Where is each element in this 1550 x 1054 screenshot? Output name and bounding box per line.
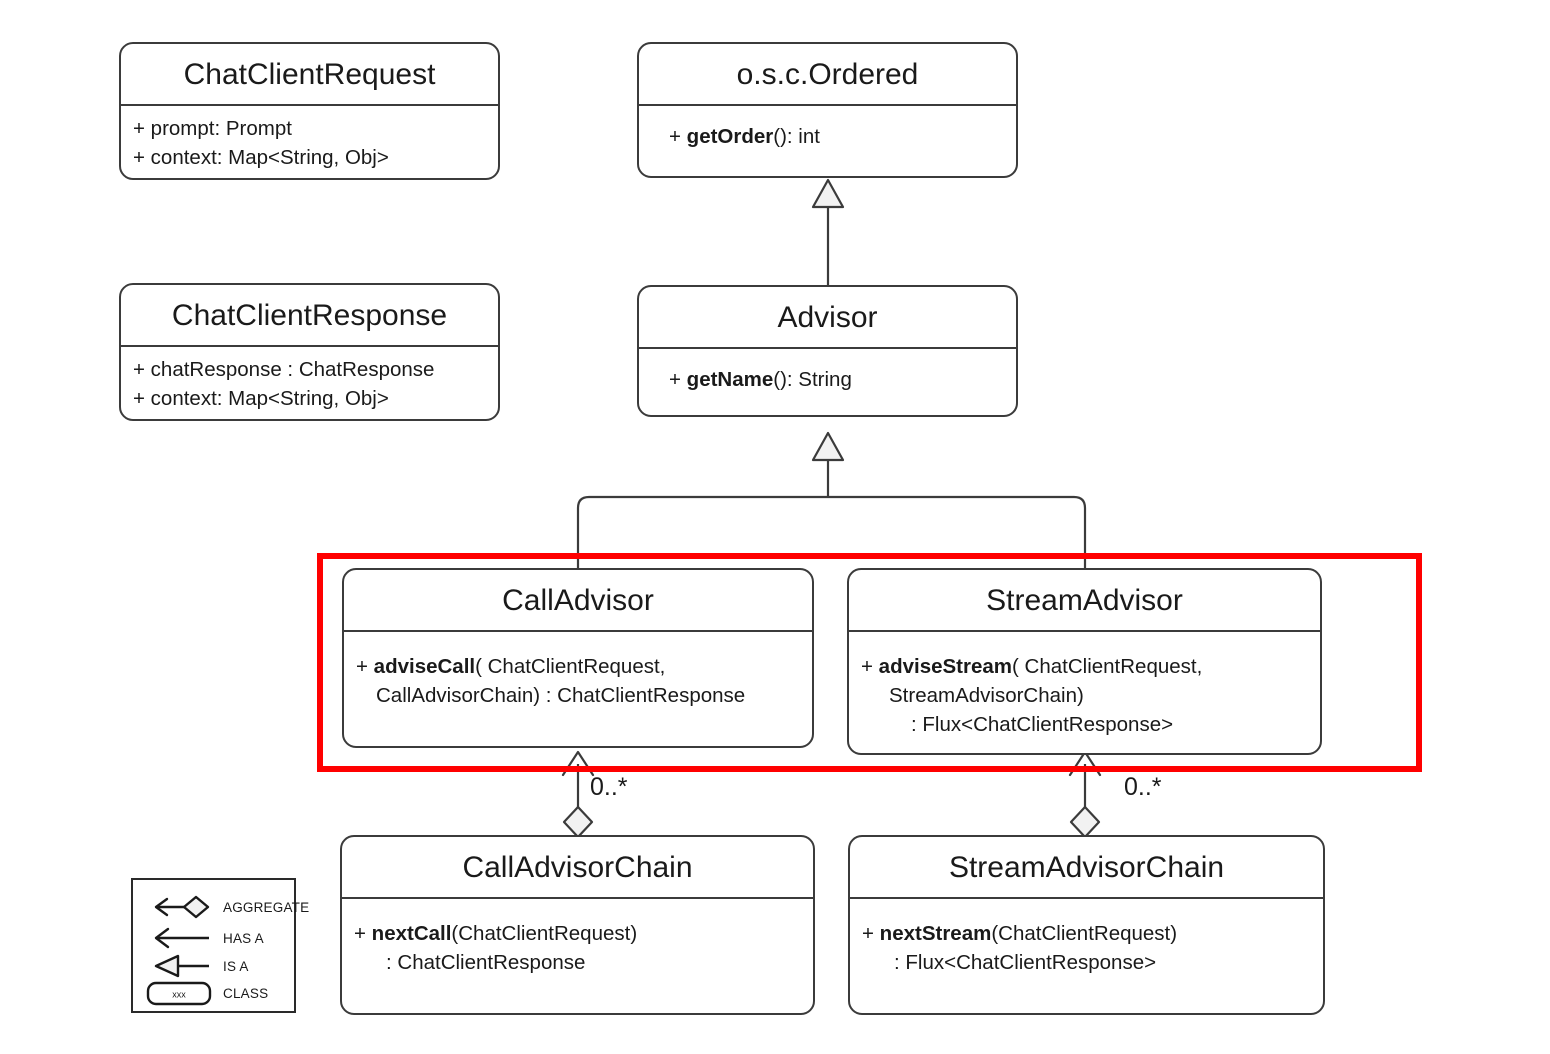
open-arrowhead-icon (1068, 750, 1102, 777)
inheritance-triangle-icon (811, 431, 845, 462)
class-members: + nextCall(ChatClientRequest) : ChatClie… (342, 899, 813, 1013)
class-members: + prompt: Prompt + context: Map<String, … (121, 106, 498, 178)
class-member: + nextStream(ChatClientRequest) (862, 922, 1178, 946)
class-box-icon: xxx (143, 980, 219, 1006)
class-box-chat-client-response[interactable]: ChatClientResponse + chatResponse : Chat… (119, 283, 500, 421)
class-title: ChatClientRequest (183, 58, 436, 91)
legend-label: IS A (223, 958, 249, 974)
class-member: + adviseStream( ChatClientRequest, (861, 655, 1203, 679)
class-members: + adviseStream( ChatClientRequest, Strea… (849, 632, 1320, 753)
class-title: Advisor (777, 301, 878, 334)
edge-callchain-aggregate-calladvisor (561, 750, 595, 839)
edge-advisors-is-a-advisor (576, 431, 1087, 572)
class-member: : ChatClientResponse (386, 951, 586, 975)
class-members: + nextStream(ChatClientRequest) : Flux<C… (850, 899, 1323, 1013)
class-title: o.s.c.Ordered (736, 58, 919, 91)
class-member: CallAdvisorChain) : ChatClientResponse (376, 684, 746, 708)
multiplicity-label-call: 0..* (590, 773, 628, 801)
class-title: StreamAdvisorChain (948, 851, 1225, 884)
aggregate-arrow-diamond-icon (143, 894, 219, 920)
class-member: + getOrder(): int (669, 125, 820, 149)
class-box-stream-advisor-chain[interactable]: StreamAdvisorChain + nextStream(ChatClie… (848, 835, 1325, 1015)
class-member: + adviseCall( ChatClientRequest, (356, 655, 666, 679)
aggregation-diamond-icon (1069, 805, 1101, 839)
class-divider (344, 630, 812, 633)
legend-row-has-a: HAS A (143, 925, 264, 951)
class-divider (342, 897, 813, 900)
class-divider (639, 104, 1016, 107)
class-member: StreamAdvisorChain) (889, 684, 1084, 708)
class-divider (850, 897, 1323, 900)
class-member: + prompt: Prompt (133, 117, 292, 141)
class-member: : Flux<ChatClientResponse> (911, 713, 1174, 737)
inheritance-triangle-icon (811, 178, 845, 209)
svg-text:xxx: xxx (172, 990, 186, 1000)
class-members: + getName(): String (639, 349, 1016, 415)
class-box-call-advisor[interactable]: CallAdvisor + adviseCall( ChatClientRequ… (342, 568, 814, 748)
class-box-ordered[interactable]: o.s.c.Ordered + getOrder(): int (637, 42, 1018, 178)
class-title: CallAdvisorChain (462, 851, 693, 884)
legend-row-is-a: IS A (143, 953, 249, 979)
class-title: ChatClientResponse (171, 299, 448, 332)
legend-panel: AGGREGATE HAS A IS A (131, 878, 309, 1013)
legend-label: HAS A (223, 930, 264, 946)
class-members: + adviseCall( ChatClientRequest, CallAdv… (344, 632, 812, 746)
class-member: + chatResponse : ChatResponse (133, 358, 435, 382)
aggregation-diamond-icon (562, 805, 594, 839)
class-title: CallAdvisor (502, 584, 654, 617)
class-member: : Flux<ChatClientResponse> (894, 951, 1157, 975)
legend-label: AGGREGATE (223, 899, 310, 915)
has-a-arrow-icon (143, 925, 219, 951)
is-a-triangle-arrow-icon (143, 953, 219, 979)
edge-streamchain-aggregate-streamadvisor (1068, 750, 1102, 839)
open-arrowhead-icon (561, 750, 595, 777)
class-members: + chatResponse : ChatResponse + context:… (121, 347, 498, 419)
class-divider (849, 630, 1320, 633)
class-member: + getName(): String (669, 368, 852, 392)
edge-advisor-is-a-ordered (811, 178, 845, 285)
class-title: StreamAdvisor (986, 584, 1183, 617)
class-box-chat-client-request[interactable]: ChatClientRequest + prompt: Prompt + con… (119, 42, 500, 180)
class-member: + context: Map<String, Obj> (133, 146, 389, 170)
class-box-stream-advisor[interactable]: StreamAdvisor + adviseStream( ChatClient… (847, 568, 1322, 755)
class-members: + getOrder(): int (639, 106, 1016, 176)
legend-row-class: xxx CLASS (143, 980, 268, 1006)
class-box-advisor[interactable]: Advisor + getName(): String (637, 285, 1018, 417)
class-box-call-advisor-chain[interactable]: CallAdvisorChain + nextCall(ChatClientRe… (340, 835, 815, 1015)
class-divider (121, 104, 498, 107)
class-member: + context: Map<String, Obj> (133, 387, 389, 411)
legend-row-aggregate: AGGREGATE (143, 894, 309, 920)
multiplicity-label-stream: 0..* (1124, 773, 1162, 801)
class-divider (639, 347, 1016, 350)
legend-label: CLASS (223, 985, 269, 1001)
class-divider (121, 345, 498, 348)
class-member: + nextCall(ChatClientRequest) (354, 922, 638, 946)
